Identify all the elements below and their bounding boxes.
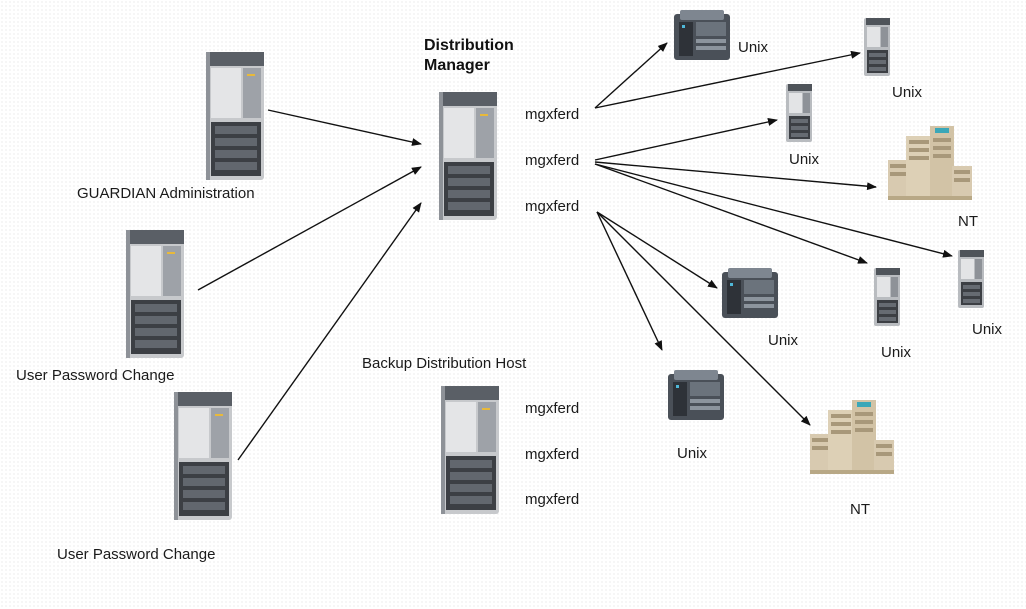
- arrow-to-nt-2: [596, 211, 811, 426]
- distribution-manager-title: Distribution Manager: [424, 37, 514, 74]
- arrows: [197, 42, 953, 461]
- arrow-to-unix-2: [594, 50, 861, 109]
- unix-compact-server-1-icon: [674, 10, 730, 60]
- target-label-unix-4: Unix: [972, 321, 1003, 338]
- arrow-password2-to-manager: [237, 202, 422, 461]
- target-label-unix-2: Unix: [892, 84, 923, 101]
- unix-compact-server-2-icon: [722, 268, 778, 318]
- nt-server-2-icon: [810, 400, 894, 474]
- target-label-unix-3: Unix: [789, 151, 820, 168]
- target-label-unix-6: Unix: [768, 332, 799, 349]
- unix-slim-server-1-icon: [864, 18, 890, 76]
- arrow-guardian-to-manager: [267, 109, 422, 146]
- arrow-to-unix-4: [594, 163, 868, 264]
- arrow-to-unix-1: [594, 42, 668, 109]
- backup-mgxferd-label-2: mgxferd: [525, 446, 580, 463]
- source-label-guardian: GUARDIAN Administration: [77, 185, 255, 202]
- distribution-manager-server-icon: [439, 92, 497, 220]
- mgxferd-label-2: mgxferd: [525, 152, 580, 169]
- nt-server-1-icon: [888, 126, 972, 200]
- backup-mgxferd-label-3: mgxferd: [525, 491, 580, 508]
- mgxferd-label-3: mgxferd: [525, 198, 580, 215]
- source-label-password-1: User Password Change: [16, 367, 175, 384]
- arrow-to-unix-7: [596, 211, 663, 351]
- unix-slim-server-2-icon: [786, 84, 812, 142]
- arrow-password1-to-manager: [197, 166, 422, 291]
- target-label-nt-1: NT: [958, 213, 978, 230]
- user-password-server-1-icon: [126, 230, 184, 358]
- arrow-to-unix-5: [594, 163, 953, 258]
- mgxferd-label-1: mgxferd: [525, 106, 580, 123]
- arrow-to-nt-1: [594, 161, 877, 191]
- backup-mgxferd-label-1: mgxferd: [525, 400, 580, 417]
- target-label-nt-2: NT: [850, 501, 870, 518]
- target-label-unix-1: Unix: [738, 39, 769, 56]
- unix-slim-server-3-icon: [958, 250, 984, 308]
- backup-host-server-icon: [441, 386, 499, 514]
- user-password-server-2-icon: [174, 392, 232, 520]
- unix-slim-server-4-icon: [874, 268, 900, 326]
- arrow-to-unix-6: [596, 211, 718, 289]
- source-label-password-2: User Password Change: [57, 546, 216, 563]
- target-label-unix-7: Unix: [677, 445, 708, 462]
- backup-host-title: Backup Distribution Host: [362, 355, 527, 372]
- unix-compact-server-3-icon: [668, 370, 724, 420]
- arrow-to-unix-3: [594, 118, 778, 161]
- guardian-admin-server-icon: [206, 52, 264, 180]
- target-label-unix-5: Unix: [881, 344, 912, 361]
